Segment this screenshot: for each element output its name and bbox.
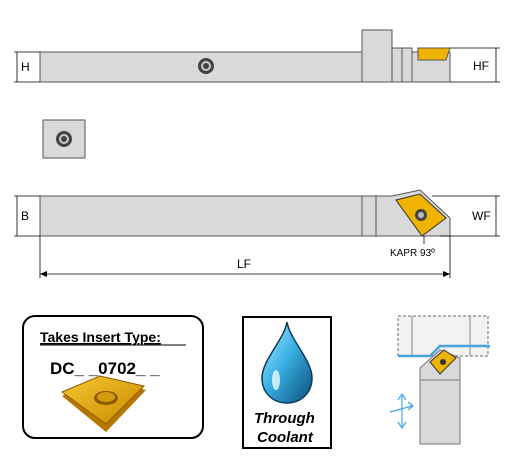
shank-top — [39, 195, 363, 237]
coolant-box: Through Coolant — [242, 316, 332, 449]
insert-side — [417, 47, 451, 61]
kapr-label: KAPR 93º — [390, 248, 435, 259]
insert-type-box: Takes Insert Type: DC_ _0702_ _ — [22, 315, 204, 439]
motion-arrows-icon — [389, 392, 414, 430]
side-view: H HF — [14, 29, 500, 83]
insert-image-icon — [60, 375, 146, 432]
insert-screw-icon — [415, 209, 427, 221]
top-view: B WF KAPR 93º LF — [14, 189, 500, 278]
end-view — [42, 119, 86, 159]
wf-label: WF — [472, 209, 491, 223]
insert-code: DC_ _0702_ _ — [50, 359, 160, 378]
lf-label: LF — [237, 257, 251, 271]
head-side-2 — [401, 47, 413, 83]
water-drop-icon — [261, 321, 313, 404]
coolant-port-icon — [198, 58, 214, 74]
head-top — [361, 195, 377, 237]
b-label: B — [21, 209, 29, 223]
coolant-line1: Through — [254, 410, 315, 427]
h-label: H — [21, 60, 30, 74]
insert-type-title: Takes Insert Type: — [40, 329, 161, 345]
head-step — [361, 29, 393, 83]
coolant-port-icon — [56, 131, 72, 147]
bar-shank — [419, 379, 461, 445]
head-side — [391, 47, 403, 83]
application-sketch — [389, 315, 490, 445]
shank-side — [39, 51, 393, 83]
hf-label: HF — [473, 59, 489, 73]
bore-profile — [398, 344, 490, 358]
coolant-line2: Coolant — [257, 429, 314, 446]
